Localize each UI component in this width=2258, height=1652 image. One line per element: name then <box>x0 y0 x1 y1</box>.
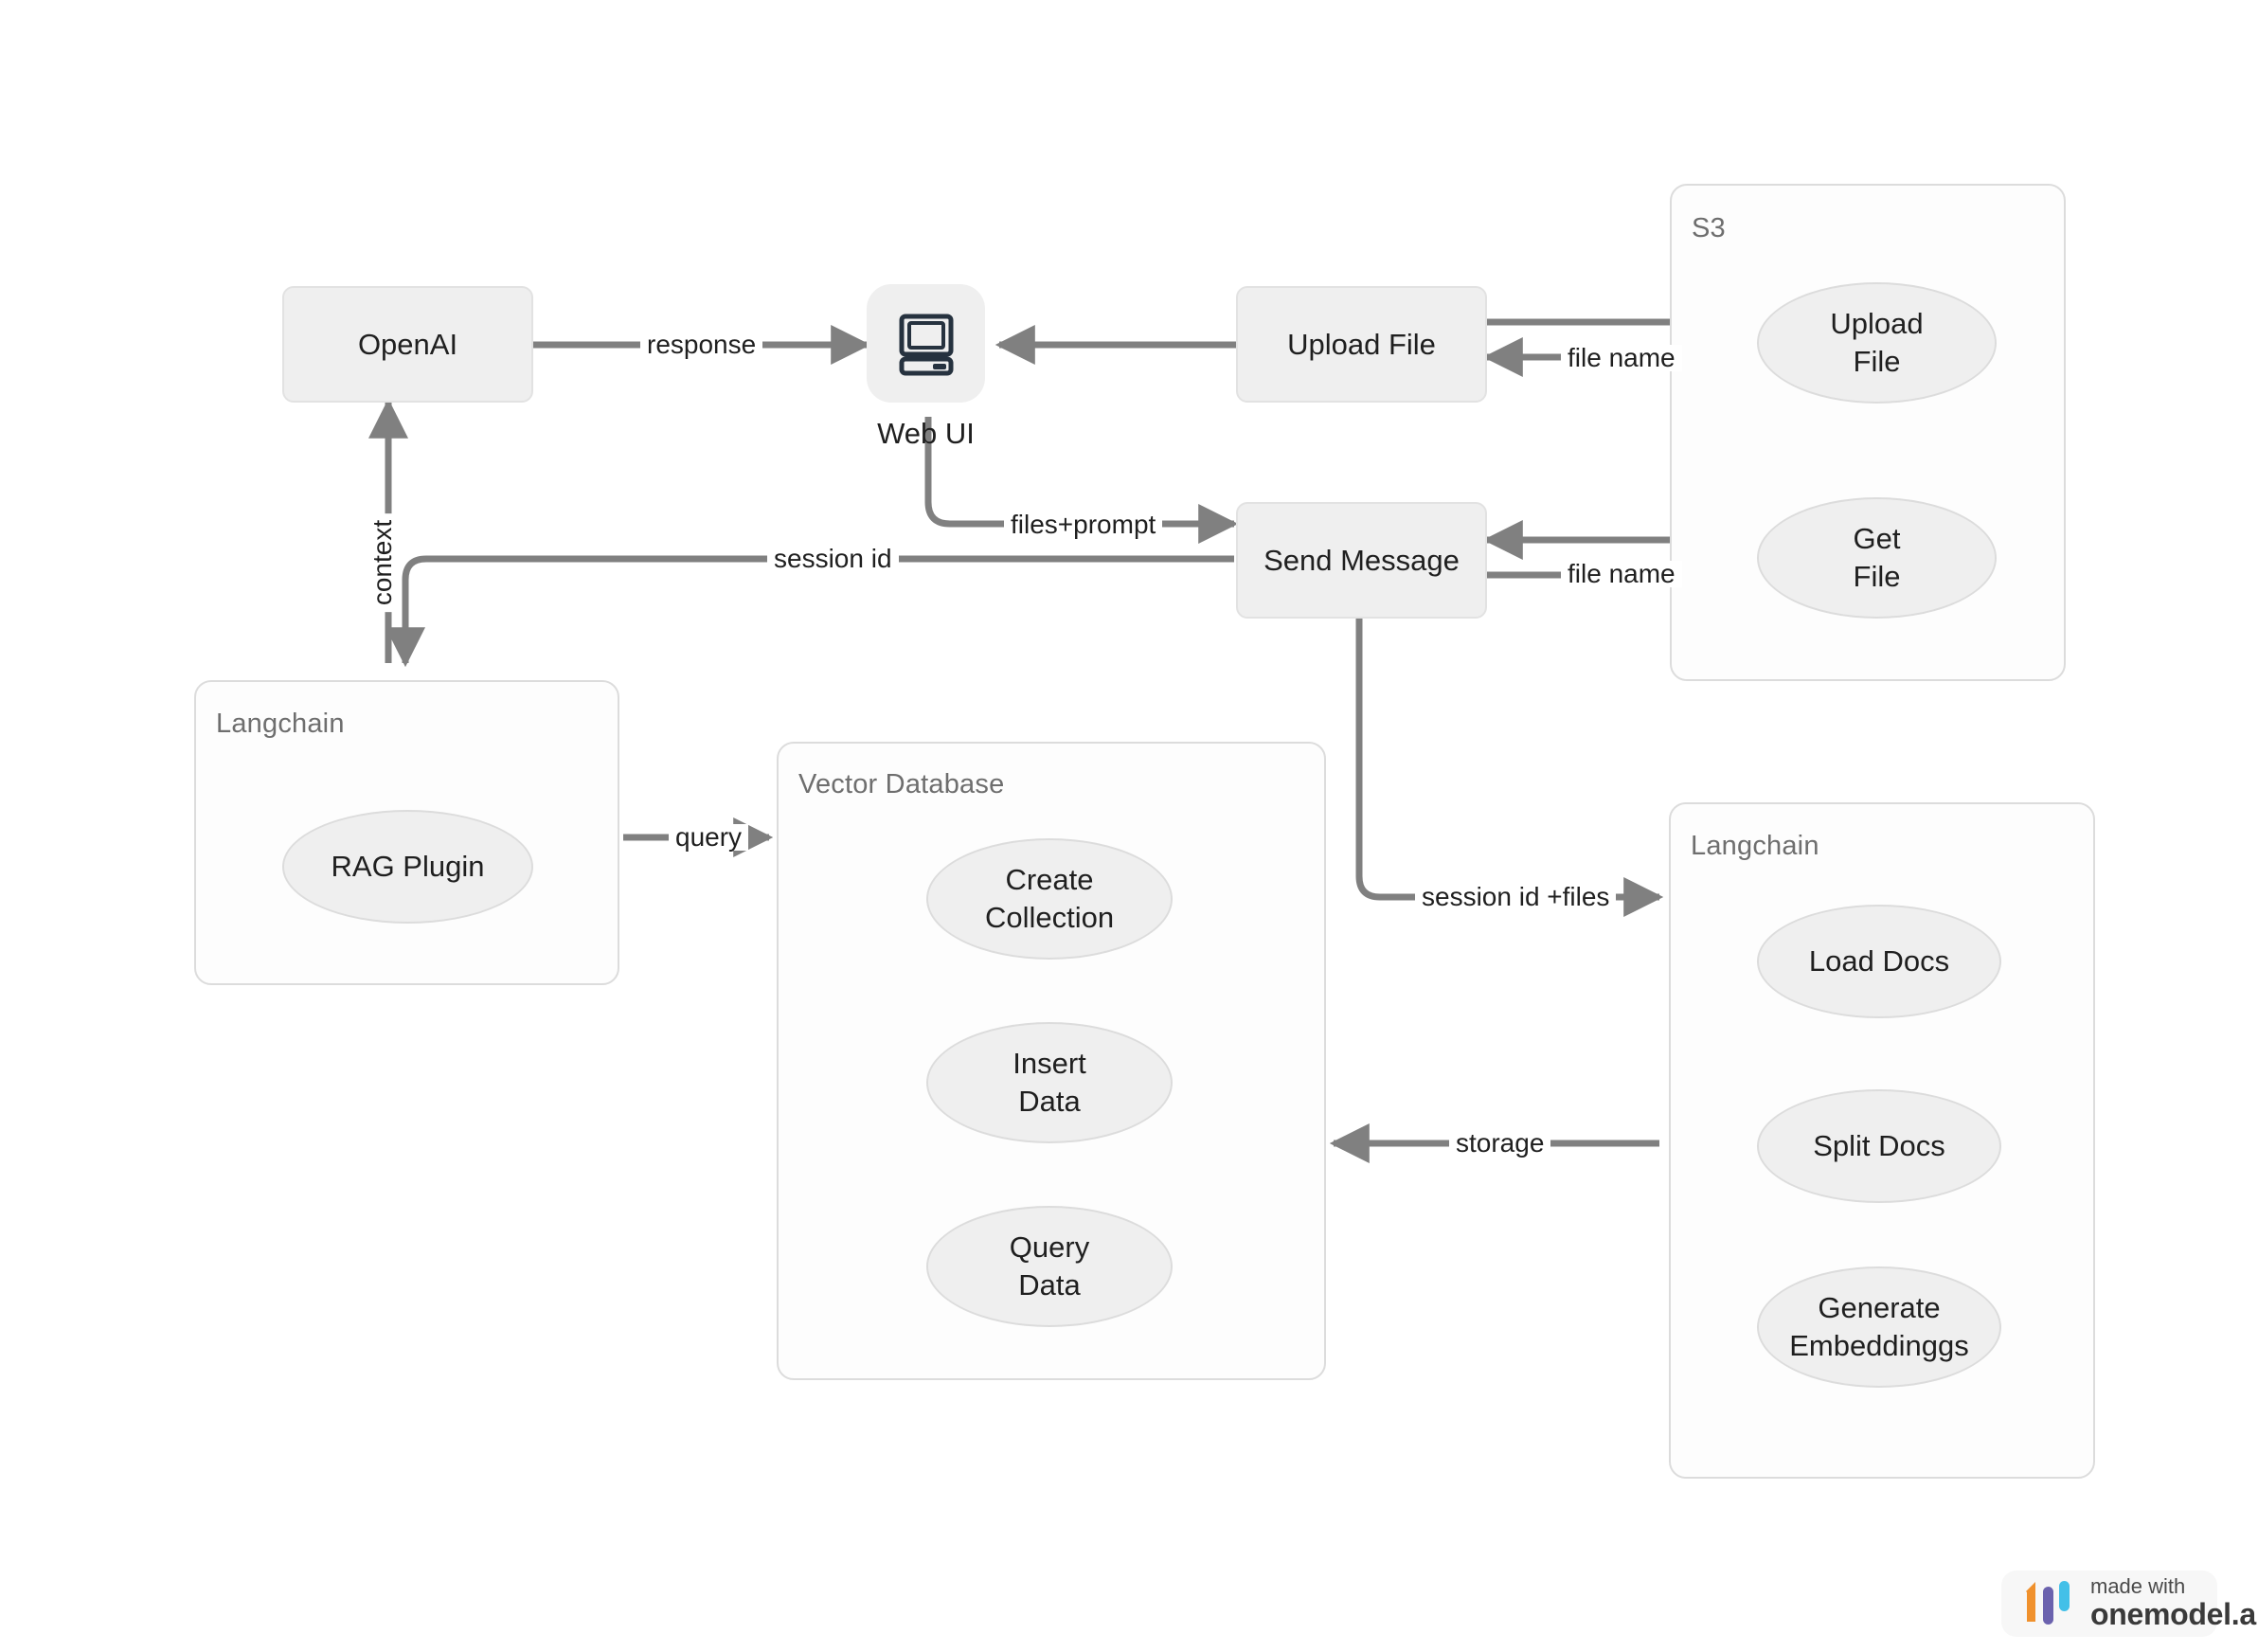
group-s3-label: S3 <box>1692 213 1726 243</box>
edge-label-session-id: session id <box>767 546 899 572</box>
desktop-computer-icon <box>899 314 953 375</box>
node-insert-data[interactable]: Insert Data <box>926 1022 1173 1143</box>
node-upload-file-action[interactable]: Upload File <box>1236 286 1487 403</box>
group-langchain-left-label: Langchain <box>216 709 345 739</box>
edge-label-context: context <box>367 512 397 613</box>
edge-session-id-files <box>1355 619 1664 917</box>
node-send-message[interactable]: Send Message <box>1236 502 1487 619</box>
node-query-data[interactable]: Query Data <box>926 1206 1173 1327</box>
edge-label-session-id-files: session id +files <box>1415 884 1617 910</box>
edge-label-query: query <box>669 824 749 851</box>
node-load-docs[interactable]: Load Docs <box>1757 905 2001 1018</box>
group-vector-database-label: Vector Database <box>798 769 1005 799</box>
edge-label-files-prompt: files+prompt <box>1004 512 1163 538</box>
onemodel-logo-icon <box>2020 1579 2073 1628</box>
node-web-ui[interactable] <box>867 284 985 403</box>
watermark-text: made with onemodel.app <box>2090 1573 2258 1632</box>
edge-session-id <box>385 555 1234 668</box>
edge-label-file-name-get: file name <box>1561 561 1682 587</box>
node-split-docs[interactable]: Split Docs <box>1757 1089 2001 1203</box>
node-web-ui-label: Web UI <box>877 417 975 450</box>
node-generate-embeddings[interactable]: Generate Embeddinggs <box>1757 1266 2001 1388</box>
group-langchain-right-label: Langchain <box>1691 831 1819 861</box>
node-openai[interactable]: OpenAI <box>282 286 533 403</box>
node-create-collection[interactable]: Create Collection <box>926 838 1173 960</box>
edge-label-response: response <box>640 332 763 358</box>
edge-label-file-name-upload: file name <box>1561 345 1682 371</box>
node-rag-plugin[interactable]: RAG Plugin <box>282 810 533 924</box>
node-s3-get-file[interactable]: Get File <box>1757 497 1997 619</box>
node-s3-upload-file[interactable]: Upload File <box>1757 282 1997 404</box>
watermark-bottom-label: onemodel.app <box>2090 1597 2258 1632</box>
watermark-top-label: made with <box>2090 1573 2186 1598</box>
edge-label-storage: storage <box>1449 1130 1551 1157</box>
watermark-badge[interactable]: made with onemodel.app <box>2001 1571 2258 1637</box>
